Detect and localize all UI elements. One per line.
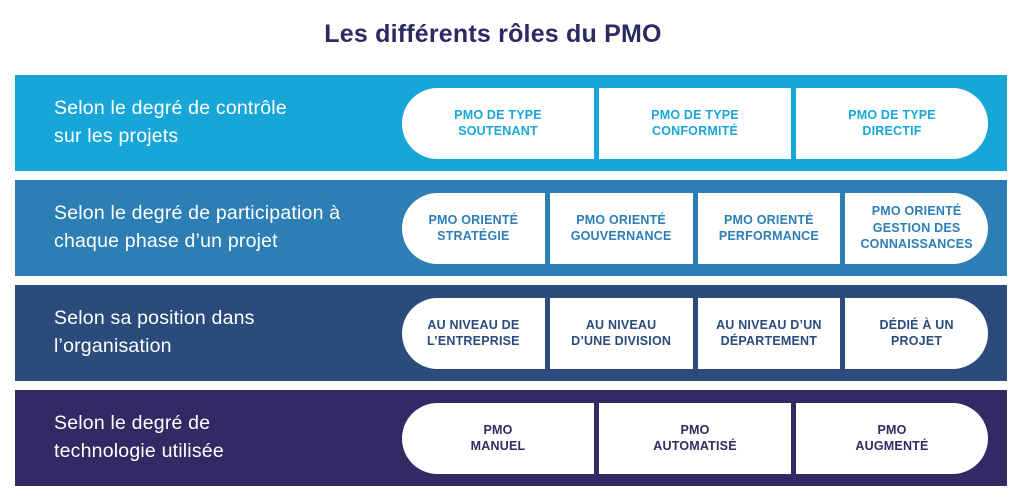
band-label: Selon le degré de contrôle sur les proje… xyxy=(54,97,287,147)
pill-group: AU NIVEAU DE L’ENTREPRISE AU NIVEAU D’UN… xyxy=(402,297,988,369)
pill-group: PMO ORIENTÉ STRATÉGIE PMO ORIENTÉ GOUVER… xyxy=(402,192,988,264)
band-participation-degree: Selon le degré de participation à chaque… xyxy=(15,180,1007,276)
pill-niveau-division: AU NIVEAU D’UNE DIVISION xyxy=(549,297,693,369)
pill-group: PMO MANUEL PMO AUTOMATISÉ PMO AUGMENTÉ xyxy=(402,402,988,474)
pill-pmo-augmente: PMO AUGMENTÉ xyxy=(796,402,988,474)
band-label: Selon le degré de technologie utilisée xyxy=(54,412,224,462)
pill-group: PMO DE TYPE SOUTENANT PMO DE TYPE CONFOR… xyxy=(402,87,988,159)
band-organisation-position: Selon sa position dans l’organisation AU… xyxy=(15,285,1007,381)
pill-pmo-type-directif: PMO DE TYPE DIRECTIF xyxy=(796,87,988,159)
band-control-degree: Selon le degré de contrôle sur les proje… xyxy=(15,75,1007,171)
pill-pmo-oriente-strategie: PMO ORIENTÉ STRATÉGIE xyxy=(402,192,545,264)
pill-pmo-oriente-gouvernance: PMO ORIENTÉ GOUVERNANCE xyxy=(549,192,693,264)
pill-pmo-manuel: PMO MANUEL xyxy=(402,402,594,474)
pill-pmo-oriente-gestion-connaissances: PMO ORIENTÉ GESTION DES CONNAISSANCES xyxy=(845,192,988,264)
band-technology-degree: Selon le degré de technologie utilisée P… xyxy=(15,390,1007,486)
pill-dedie-projet: DÉDIÉ À UN PROJET xyxy=(845,297,988,369)
pill-niveau-departement: AU NIVEAU D’UN DÉPARTEMENT xyxy=(697,297,841,369)
pill-pmo-type-conformite: PMO DE TYPE CONFORMITÉ xyxy=(599,87,791,159)
pill-niveau-entreprise: AU NIVEAU DE L’ENTREPRISE xyxy=(402,297,545,369)
pill-pmo-automatise: PMO AUTOMATISÉ xyxy=(599,402,791,474)
pill-pmo-oriente-performance: PMO ORIENTÉ PERFORMANCE xyxy=(697,192,841,264)
bands-container: Selon le degré de contrôle sur les proje… xyxy=(15,75,1007,495)
page-title: Les différents rôles du PMO xyxy=(324,20,662,48)
pill-pmo-type-soutenant: PMO DE TYPE SOUTENANT xyxy=(402,87,594,159)
band-label: Selon le degré de participation à chaque… xyxy=(54,202,341,252)
band-label: Selon sa position dans l’organisation xyxy=(54,307,255,357)
